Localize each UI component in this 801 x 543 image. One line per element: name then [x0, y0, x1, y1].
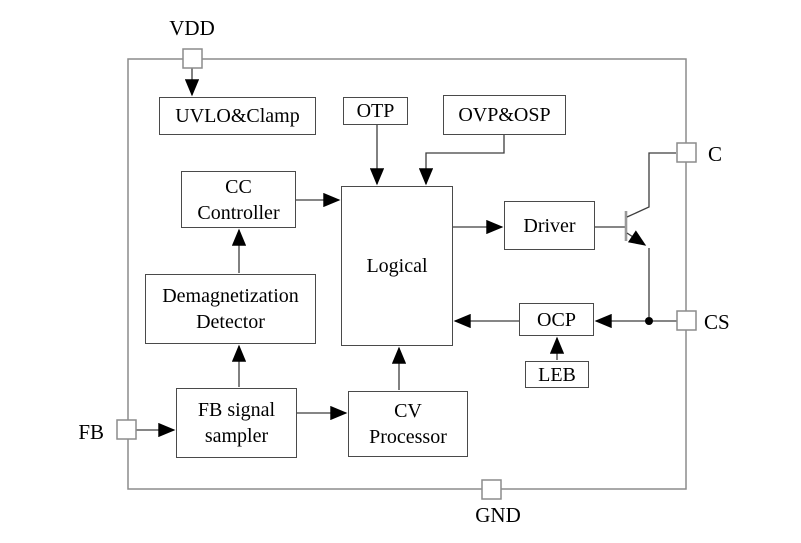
pin-label-gnd: GND	[475, 503, 521, 527]
npn-transistor	[624, 152, 676, 317]
pin-gnd-square	[481, 479, 502, 500]
block-driver: Driver	[504, 201, 595, 250]
transistor-collector-line	[626, 152, 676, 218]
block-ovp-osp: OVP&OSP	[443, 95, 566, 135]
block-uvlo-clamp: UVLO&Clamp	[159, 97, 316, 135]
pin-fb-square	[116, 419, 137, 440]
chip-outline	[127, 58, 687, 490]
block-otp: OTP	[343, 97, 408, 125]
block-fb-signal-sampler: FB signal sampler	[176, 388, 297, 458]
block-demag-detector: Demagnetization Detector	[145, 274, 316, 344]
transistor-emitter-line	[626, 230, 647, 246]
pin-label-cs: CS	[704, 310, 730, 334]
block-logical: Logical	[341, 186, 453, 346]
pin-c-square	[676, 142, 697, 163]
block-cv-processor: CV Processor	[348, 391, 468, 457]
pin-cs-square	[676, 310, 697, 331]
wire-ovp-to-logical	[418, 135, 505, 186]
block-leb: LEB	[525, 361, 589, 388]
pin-label-c: C	[708, 142, 723, 166]
junction-dot	[645, 317, 653, 325]
pin-vdd-square	[182, 48, 203, 69]
block-ocp: OCP	[519, 303, 594, 336]
pin-label-vdd: VDD	[169, 16, 215, 40]
pin-label-fb: FB	[78, 420, 104, 444]
block-cc-controller: CC Controller	[181, 171, 296, 228]
